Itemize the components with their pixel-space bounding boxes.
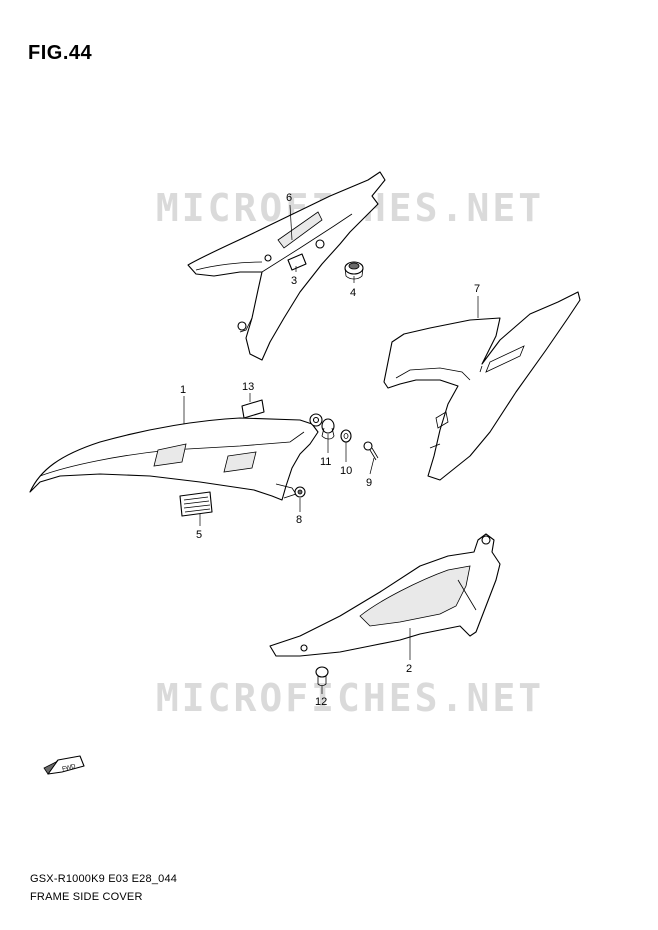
part-7-side-cover xyxy=(383,291,581,481)
part-12-clip xyxy=(315,666,329,686)
callout-3: 3 xyxy=(291,275,297,287)
watermark-bottom: MICROFICHES.NET xyxy=(155,676,545,720)
callout-4: 4 xyxy=(350,287,356,299)
part-3-pad xyxy=(287,253,307,271)
part-13-sticker xyxy=(241,399,265,419)
part-10-washer xyxy=(340,429,352,443)
leader-lines xyxy=(183,204,479,694)
callout-10: 10 xyxy=(340,465,352,477)
part-8-nut xyxy=(294,486,306,498)
diagram-caption: FRAME SIDE COVER xyxy=(30,891,143,903)
callout-2: 2 xyxy=(406,663,412,675)
callout-9: 9 xyxy=(366,477,372,489)
callout-13: 13 xyxy=(242,381,254,393)
callout-7: 7 xyxy=(474,283,480,295)
model-code: GSX-R1000K9 E03 E28_044 xyxy=(30,873,178,885)
part-2-lower-cover xyxy=(269,533,501,657)
fwd-arrow-icon: FWD xyxy=(43,755,85,775)
part-4-grommet xyxy=(344,261,364,280)
callout-11: 11 xyxy=(320,456,331,468)
part-11-grommet xyxy=(321,418,335,440)
part-5-mesh xyxy=(179,491,213,517)
callout-1: 1 xyxy=(180,384,186,396)
callout-5: 5 xyxy=(196,529,202,541)
callout-12: 12 xyxy=(315,696,327,708)
part-6-upper-bracket xyxy=(187,171,386,361)
callout-6: 6 xyxy=(286,192,292,204)
part-1-frame-cover xyxy=(29,413,323,501)
part-9-screw xyxy=(363,441,379,461)
figure-title: FIG.44 xyxy=(28,42,93,64)
fwd-label: FWD xyxy=(62,764,77,773)
callout-8: 8 xyxy=(296,514,302,526)
